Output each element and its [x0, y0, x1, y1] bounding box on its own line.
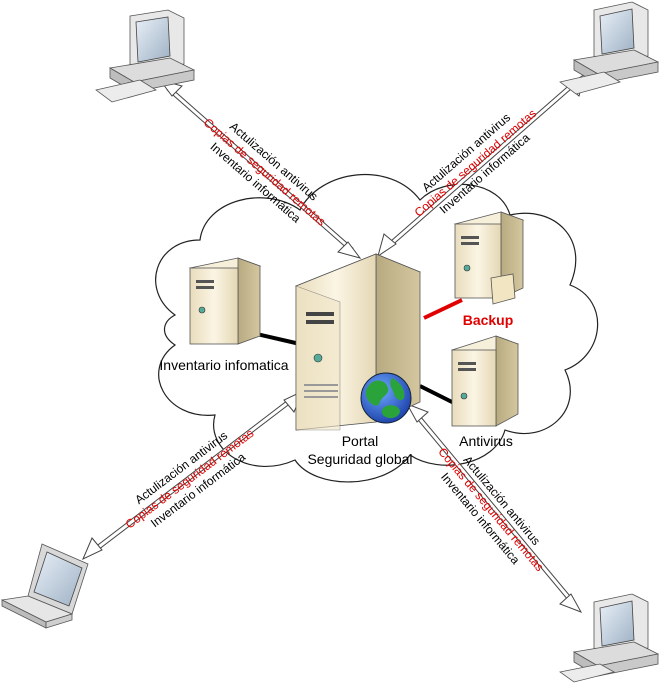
- connector-antivirus: [419, 384, 457, 406]
- portal-label-line1: Portal: [342, 433, 379, 449]
- link-labels-bottom-right: Actulización antivirus Copias de segurid…: [435, 445, 546, 574]
- inventory-server-label: Inventario infomatica: [159, 357, 288, 373]
- server-icon: [188, 257, 262, 345]
- desktop-computer-icon: [559, 1, 660, 95]
- server-icon: [450, 335, 520, 427]
- laptop-icon: [0, 543, 89, 629]
- globe-icon: [360, 372, 412, 424]
- antivirus-server-label: Antivirus: [459, 433, 513, 449]
- connector-backup: [423, 298, 463, 320]
- backup-server-label: Backup: [463, 312, 514, 328]
- link-label-backup: Copias de seguridad remotas: [435, 445, 546, 574]
- link-label-backup: Copias de seguridad remotas: [123, 426, 257, 532]
- desktop-computer-icon: [559, 593, 660, 683]
- link-labels-bottom-left: Actulización antivirus Copias de segurid…: [123, 426, 257, 532]
- tower-server-icon: [294, 253, 422, 431]
- arrow-bottom-right: [405, 403, 583, 613]
- portal-label-line2: Seguridad global: [307, 451, 412, 467]
- desktop-computer-icon: [95, 9, 196, 103]
- server-icon: [453, 211, 525, 305]
